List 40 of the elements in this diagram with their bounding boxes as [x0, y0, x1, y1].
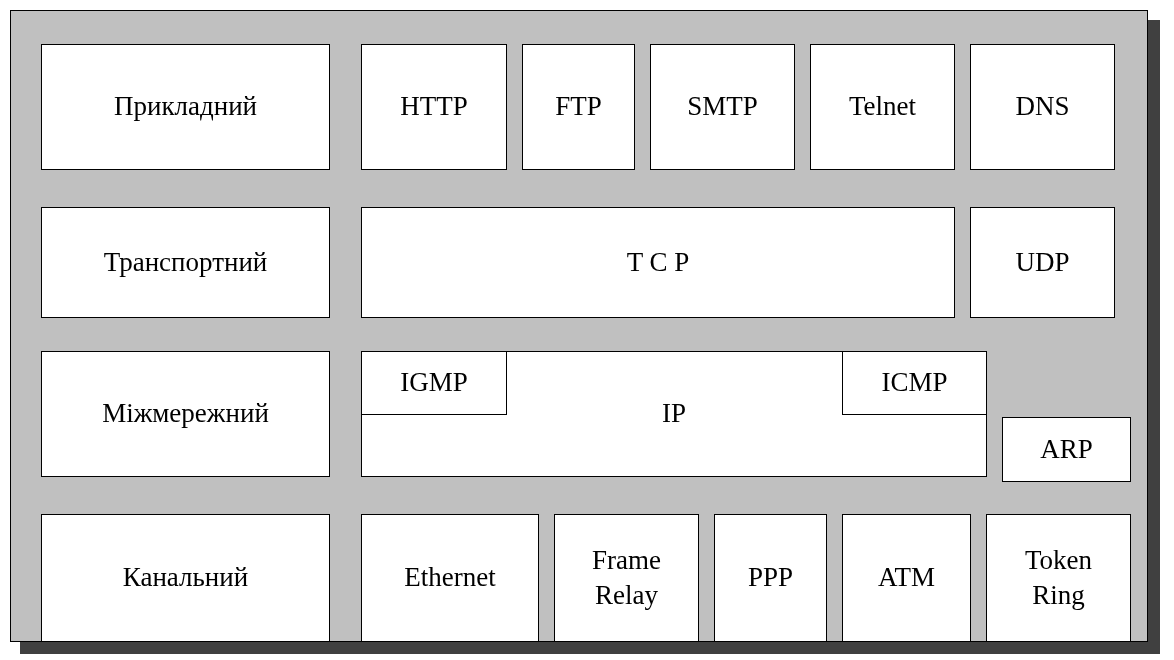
protocol-label: PPP: [747, 561, 794, 595]
protocol-label: Telnet: [848, 90, 917, 124]
protocol-box: [1002, 417, 1131, 482]
protocol-box: [970, 44, 1115, 170]
protocol-label: UDP: [1015, 245, 1070, 279]
layer-box: [41, 44, 330, 170]
layer-label: Канальний: [122, 561, 249, 595]
layer-label: Транспортний: [103, 245, 268, 279]
protocol-box: [361, 351, 507, 415]
protocol-label: FTP: [555, 90, 602, 124]
layer-label: Міжмережний: [102, 397, 269, 431]
protocol-box: [842, 514, 971, 642]
protocol-box: [714, 514, 827, 642]
protocol-box: [970, 207, 1115, 318]
protocol-label: ARP: [1040, 432, 1093, 466]
protocol-label: IGMP: [400, 366, 468, 400]
layer-box: [41, 351, 330, 477]
protocol-label: T C P: [626, 245, 690, 279]
protocol-box: [361, 351, 987, 477]
layer-box: [41, 514, 330, 642]
protocol-box: [361, 44, 507, 170]
protocol-label: ATM: [878, 561, 935, 595]
protocol-label: DNS: [1015, 90, 1070, 124]
layer-box: [41, 207, 330, 318]
protocol-box: [650, 44, 795, 170]
protocol-box: [810, 44, 955, 170]
protocol-box: [361, 207, 955, 318]
protocol-label: ICMP: [881, 366, 948, 400]
protocol-label: Token Ring: [1023, 543, 1094, 612]
protocol-label: IP: [662, 397, 686, 431]
protocol-box: [554, 514, 699, 642]
protocol-box: [842, 351, 987, 415]
protocol-label: HTTP: [400, 90, 468, 124]
protocol-label: Frame Relay: [591, 543, 662, 612]
protocol-box: [522, 44, 635, 170]
protocol-label: Ethernet: [404, 561, 496, 595]
layer-label: Прикладний: [113, 90, 258, 124]
protocol-label: SMTP: [687, 90, 758, 124]
protocol-box: [361, 514, 539, 642]
protocol-box: [986, 514, 1131, 642]
